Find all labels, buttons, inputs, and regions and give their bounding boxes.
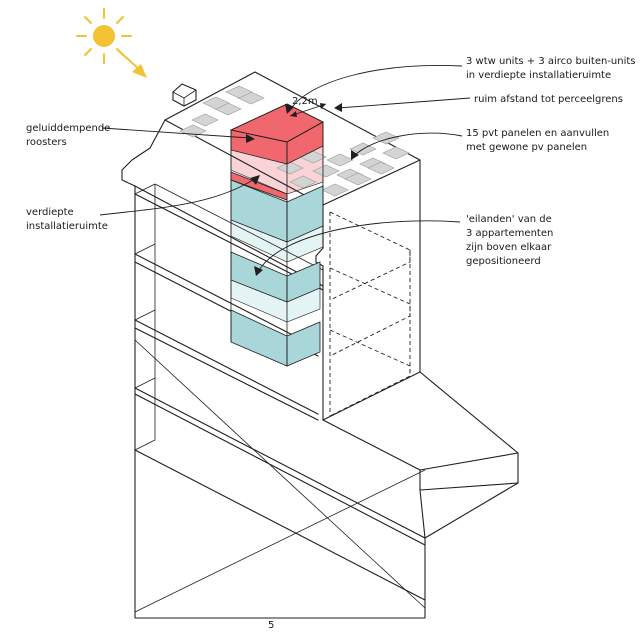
leader-geluid-arrow [246,134,255,143]
label-geluid-line1: geluiddempende [26,123,110,134]
roof-panel [289,175,317,189]
roof-panels [179,85,410,197]
label-eilanden-line3: zijn boven elkaar [466,242,552,253]
label-verdiepte-line2: installatieruimte [26,221,108,232]
column-blocks [229,103,324,367]
dashed-back-volume [329,211,411,417]
label-eilanden-line4: gepositioneerd [466,256,541,267]
ground-floor-cross [134,339,426,613]
dimension-label: 2,2m [292,96,318,107]
sun-icon [76,8,147,78]
leader-pvt [353,132,463,157]
roof-panel [225,85,253,99]
leader-verdiepte [99,177,257,216]
leader-wtw-arrow [285,104,294,114]
building-frame [121,71,519,619]
label-verdiepte-line1: verdiepte [26,207,74,218]
roof-panel [312,164,340,178]
leader-eilanden [257,220,461,273]
leader-geluid [101,127,251,139]
annotation-labels: 3 wtw units + 3 airco buiten-units in ve… [26,56,636,631]
right-facade [315,247,324,421]
dimension-arrow-left [290,111,297,117]
leader-afstand-arrow [334,103,342,112]
roof-panel [321,183,349,197]
dimension-arrow-right [320,103,326,109]
roof-panel [191,113,219,127]
label-wtw-line2: in verdiepte installatieruimte [466,70,611,81]
label-pvt-line1: 15 pvt panelen en aanvullen [466,128,609,139]
leader-wtw [289,65,463,111]
page-number: 5 [268,620,274,631]
sun-disc [93,25,115,47]
leader-pvt-arrow [351,150,359,160]
roof-panel [344,172,372,186]
apartment-block-lower-side [286,321,321,367]
chimney [172,83,197,107]
floor-slabs [134,183,426,601]
label-afstand: ruim afstand tot perceelgrens [474,94,623,105]
leader-lines [99,65,471,276]
sun-arrow-head [132,64,147,78]
lower-block [322,419,426,539]
label-eilanden-line1: 'eilanden' van de [466,214,552,225]
roof-panel [326,153,354,167]
dimension-indicator: 2,2m [289,96,327,117]
label-wtw-line1: 3 wtw units + 3 airco buiten-units [466,56,636,67]
roof-panel [382,146,410,160]
leader-verdiepte-arrow [250,175,260,185]
leader-eilanden-arrow [254,266,263,276]
leader-afstand [337,97,471,109]
label-pvt-line2: met gewone pv panelen [466,142,587,153]
roof-outline [164,71,421,206]
roof-panel [202,96,230,110]
label-geluid-line2: roosters [26,137,67,148]
label-eilanden-line2: 3 appartementen [466,228,553,239]
roof-panel [367,161,395,175]
